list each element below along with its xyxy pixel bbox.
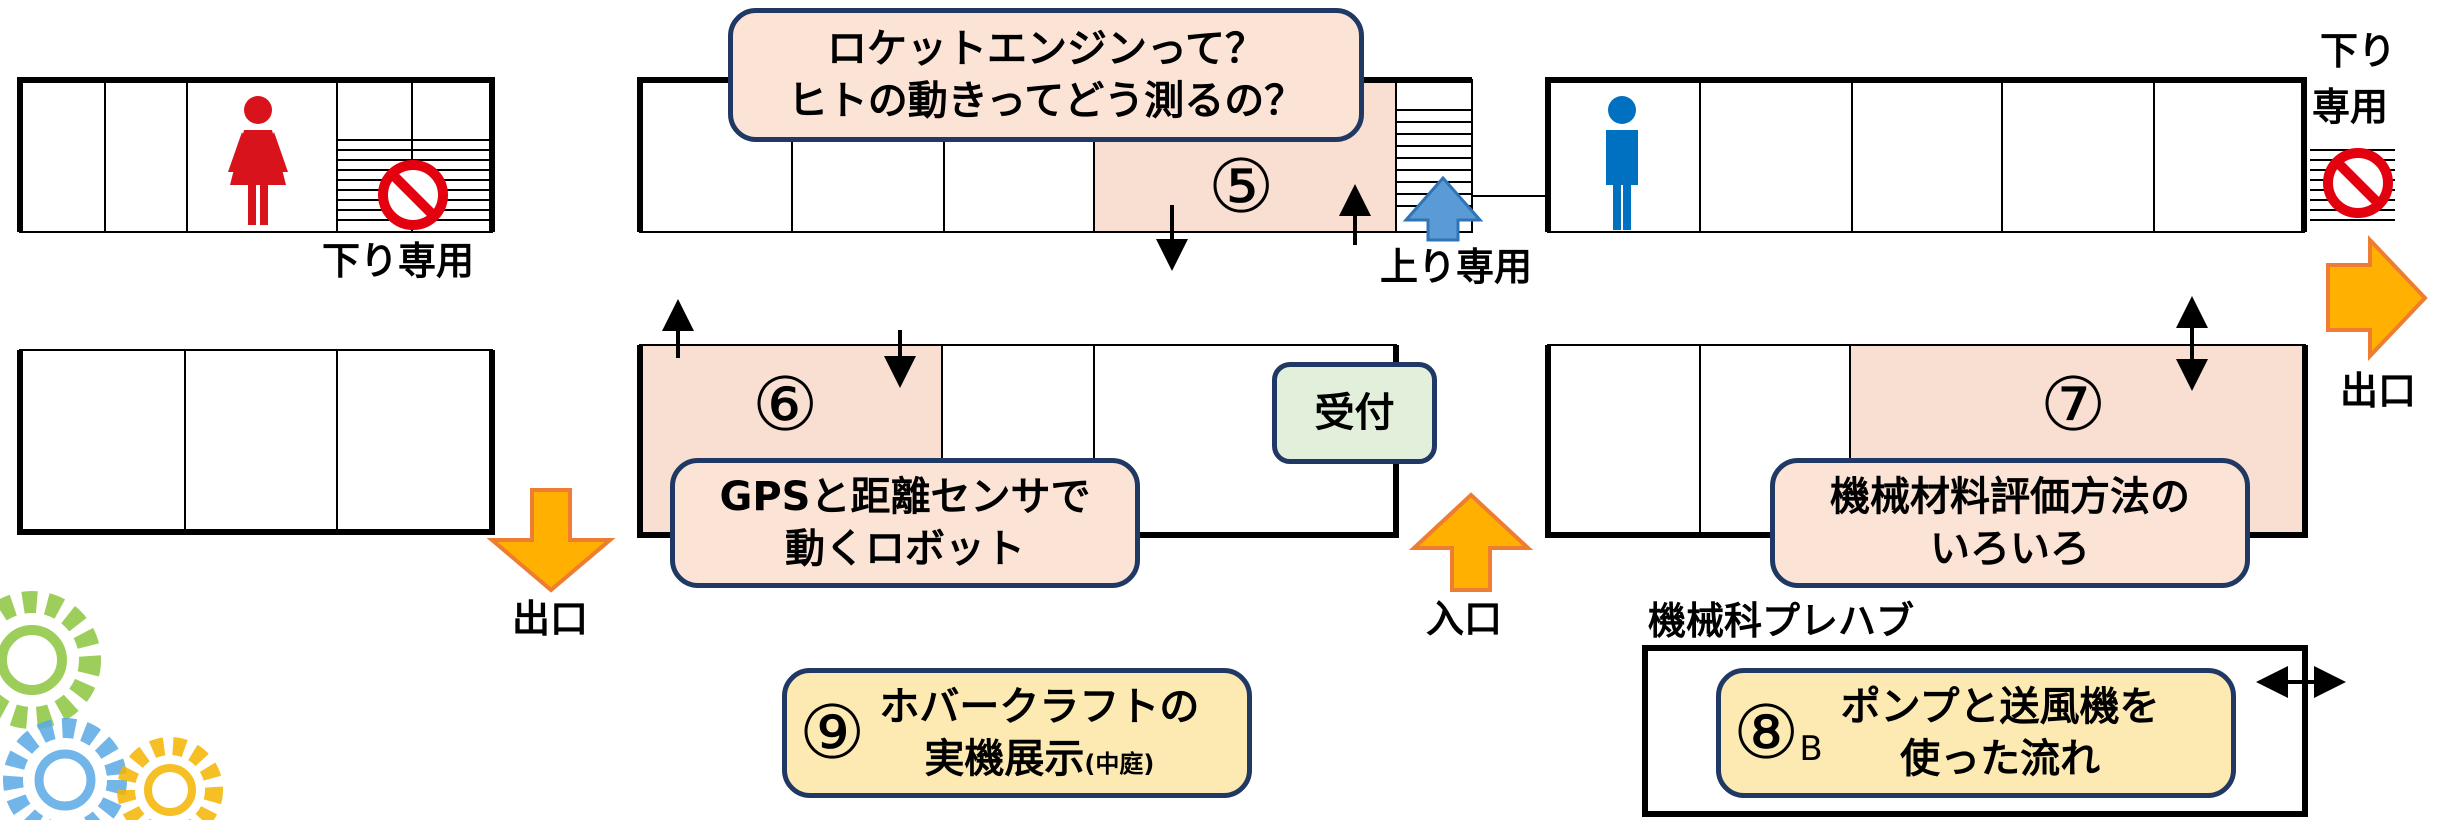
no-entry-icon — [378, 160, 448, 230]
gear-icon — [0, 591, 101, 729]
exhibit-5-callout: ロケットエンジンって？ ヒトの動きってどう測るの？ — [728, 8, 1364, 142]
exhibit-8b-line2: 使った流れ — [1900, 736, 2101, 782]
gear-icon — [3, 718, 127, 820]
exhibit-9-callout: ⑨ ホバークラフトの 実機展示(中庭) — [782, 668, 1252, 798]
exhibit-7-callout: 機械材料評価方法の いろいろ — [1770, 458, 2250, 588]
exit-arrow-left-icon — [486, 488, 616, 593]
room-number-8-suffix: B — [1799, 728, 1823, 769]
exhibit-5-line2: ヒトの動きってどう測るの？ — [787, 78, 1305, 124]
reception-box: 受付 — [1272, 362, 1437, 464]
reception-label: 受付 — [1314, 390, 1395, 436]
up-only-label: 上り専用 — [1380, 245, 1533, 289]
room-number-7: ⑦ — [2040, 362, 2107, 448]
down-only-label-left: 下り専用 — [322, 239, 475, 283]
exit-label-right: 出口 — [2340, 369, 2417, 413]
room-number-5: ⑤ — [1208, 144, 1275, 230]
exhibit-6-line1: GPSと距離センサで — [719, 474, 1091, 520]
exhibit-9-line2: 実機展示 — [924, 736, 1085, 782]
room-number-6: ⑥ — [752, 362, 819, 448]
exhibit-7-line2: いろいろ — [1930, 526, 2090, 572]
entrance-arrow-icon — [1408, 492, 1534, 592]
down-only-label-right-1: 下り — [2320, 29, 2397, 73]
room-number-9: ⑨ — [799, 690, 866, 776]
room-number-8: ⑧ — [1733, 690, 1800, 776]
up-stairs-arrow-icon — [1402, 175, 1484, 242]
exhibit-6-line2: 動くロボット — [785, 526, 1025, 572]
entrance-label: 入口 — [1426, 597, 1503, 641]
exhibit-9-line1: ホバークラフトの — [879, 684, 1200, 730]
right-building-top — [1545, 77, 2395, 233]
exit-arrow-right-icon — [2326, 234, 2428, 362]
gear-icon — [117, 737, 223, 820]
no-entry-icon — [2323, 148, 2393, 218]
left-building-top — [17, 77, 495, 233]
direction-arrows — [662, 184, 2346, 698]
exit-label-left: 出口 — [512, 597, 589, 641]
female-restroom-icon — [228, 96, 288, 225]
exhibit-8b-line1: ポンプと送風機を — [1840, 684, 2160, 730]
prefab-label: 機械科プレハブ — [1648, 599, 1915, 643]
down-only-label-right-2: 専用 — [2312, 85, 2389, 129]
left-building-bottom — [17, 349, 495, 535]
exhibit-8b-callout: ⑧ B ポンプと送風機を 使った流れ — [1716, 668, 2236, 798]
exhibit-7-line1: 機械材料評価方法の — [1830, 474, 2190, 520]
exhibit-5-line1: ロケットエンジンって？ — [827, 26, 1265, 72]
exhibit-6-callout: GPSと距離センサで 動くロボット — [670, 458, 1140, 588]
exhibit-9-note: (中庭) — [1084, 750, 1155, 778]
male-restroom-icon — [1606, 96, 1638, 230]
